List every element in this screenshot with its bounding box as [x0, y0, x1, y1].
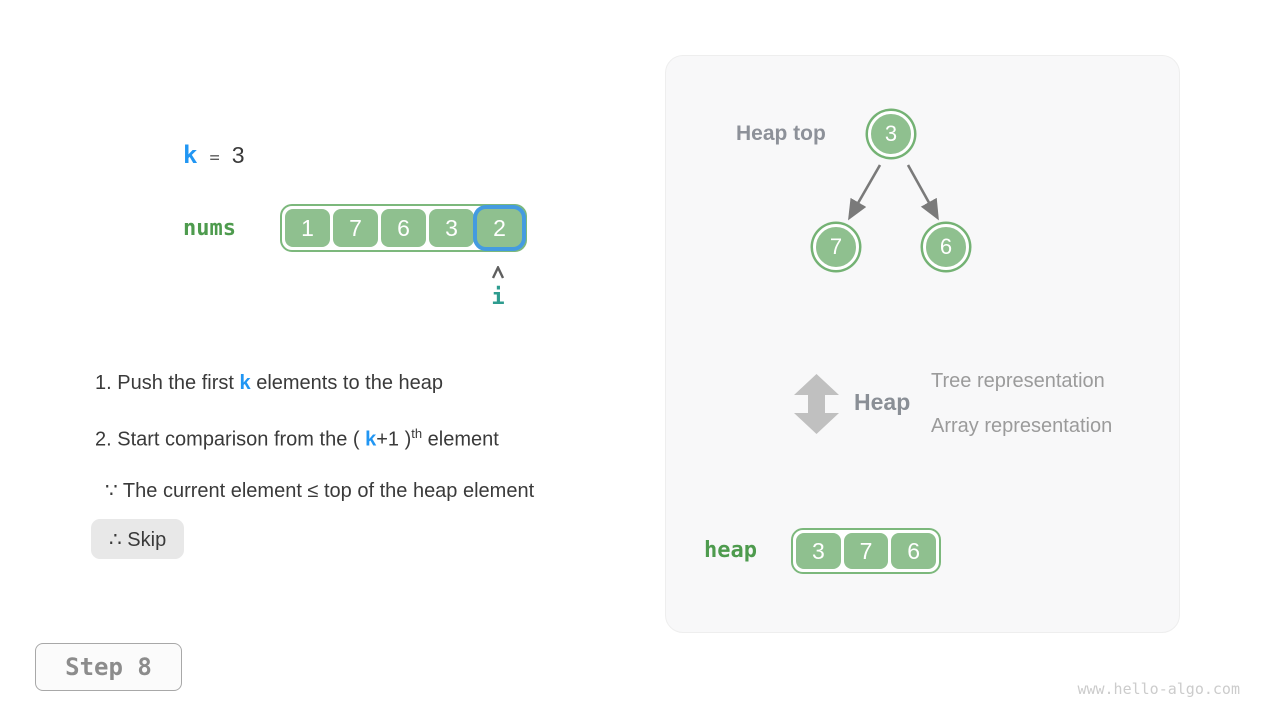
k-variable: k [183, 141, 198, 169]
nums-cell-4-highlighted: 2 [477, 209, 522, 247]
heap-array-label: heap [704, 538, 757, 563]
tree-representation-label: Tree representation [931, 370, 1105, 392]
instruction-2-text: 2. Start comparison from the ( [95, 428, 366, 451]
index-pointer: i [476, 266, 520, 310]
tree-node-right: 6 [923, 224, 969, 270]
instruction-1: 1. Push the first k elements to the heap [95, 372, 443, 395]
heap-top-label: Heap top [736, 122, 826, 145]
heap-cell-0: 3 [796, 533, 841, 569]
edge-root-to-right-arrow [906, 164, 939, 221]
heap-visualization-panel: Heap top 3 7 6 Heap Tree representation … [665, 55, 1180, 633]
instruction-2-k: k [365, 428, 377, 451]
edge-root-to-left-arrow [848, 164, 882, 221]
tree-edges [848, 164, 939, 221]
nums-cell-2: 6 [381, 209, 426, 247]
equals-sign: = [209, 148, 220, 168]
nums-cell-1: 7 [333, 209, 378, 247]
k-value: 3 [231, 142, 245, 168]
tree-node-root: 3 [868, 111, 914, 157]
heap-cell-2: 6 [891, 533, 937, 569]
heap-cell-1: 7 [843, 533, 889, 569]
instruction-2: 2. Start comparison from the ( k+1 )th e… [95, 426, 499, 452]
instruction-1-k: k [239, 372, 251, 394]
nums-cell-3: 3 [429, 209, 474, 247]
nums-array-label: nums [183, 216, 236, 241]
caret-up-icon [491, 266, 505, 279]
step-badge: Step 8 [35, 643, 182, 691]
instruction-because: ∵ The current element ≤ top of the heap … [105, 480, 535, 502]
k-equation: k = 3 [183, 141, 245, 169]
instruction-2-text-3: element [422, 428, 499, 451]
up-down-arrow-icon [794, 374, 839, 434]
heap-array: 3 7 6 [791, 528, 941, 574]
instruction-1-text-2: elements to the heap [250, 372, 443, 394]
instruction-2-superscript: th [411, 426, 423, 441]
nums-cell-0: 1 [285, 209, 330, 247]
heap-legend-title: Heap [854, 389, 911, 415]
skip-conclusion-badge: ∴ Skip [91, 519, 185, 559]
instruction-1-text: 1. Push the first [95, 372, 240, 394]
pointer-variable-i: i [491, 285, 505, 310]
tree-node-left: 7 [813, 224, 859, 270]
array-representation-label: Array representation [931, 415, 1113, 437]
watermark: www.hello-algo.com [1077, 680, 1240, 698]
instruction-2-text-2: +1 ) [376, 428, 412, 451]
nums-array: 1 7 6 3 2 [280, 204, 527, 252]
